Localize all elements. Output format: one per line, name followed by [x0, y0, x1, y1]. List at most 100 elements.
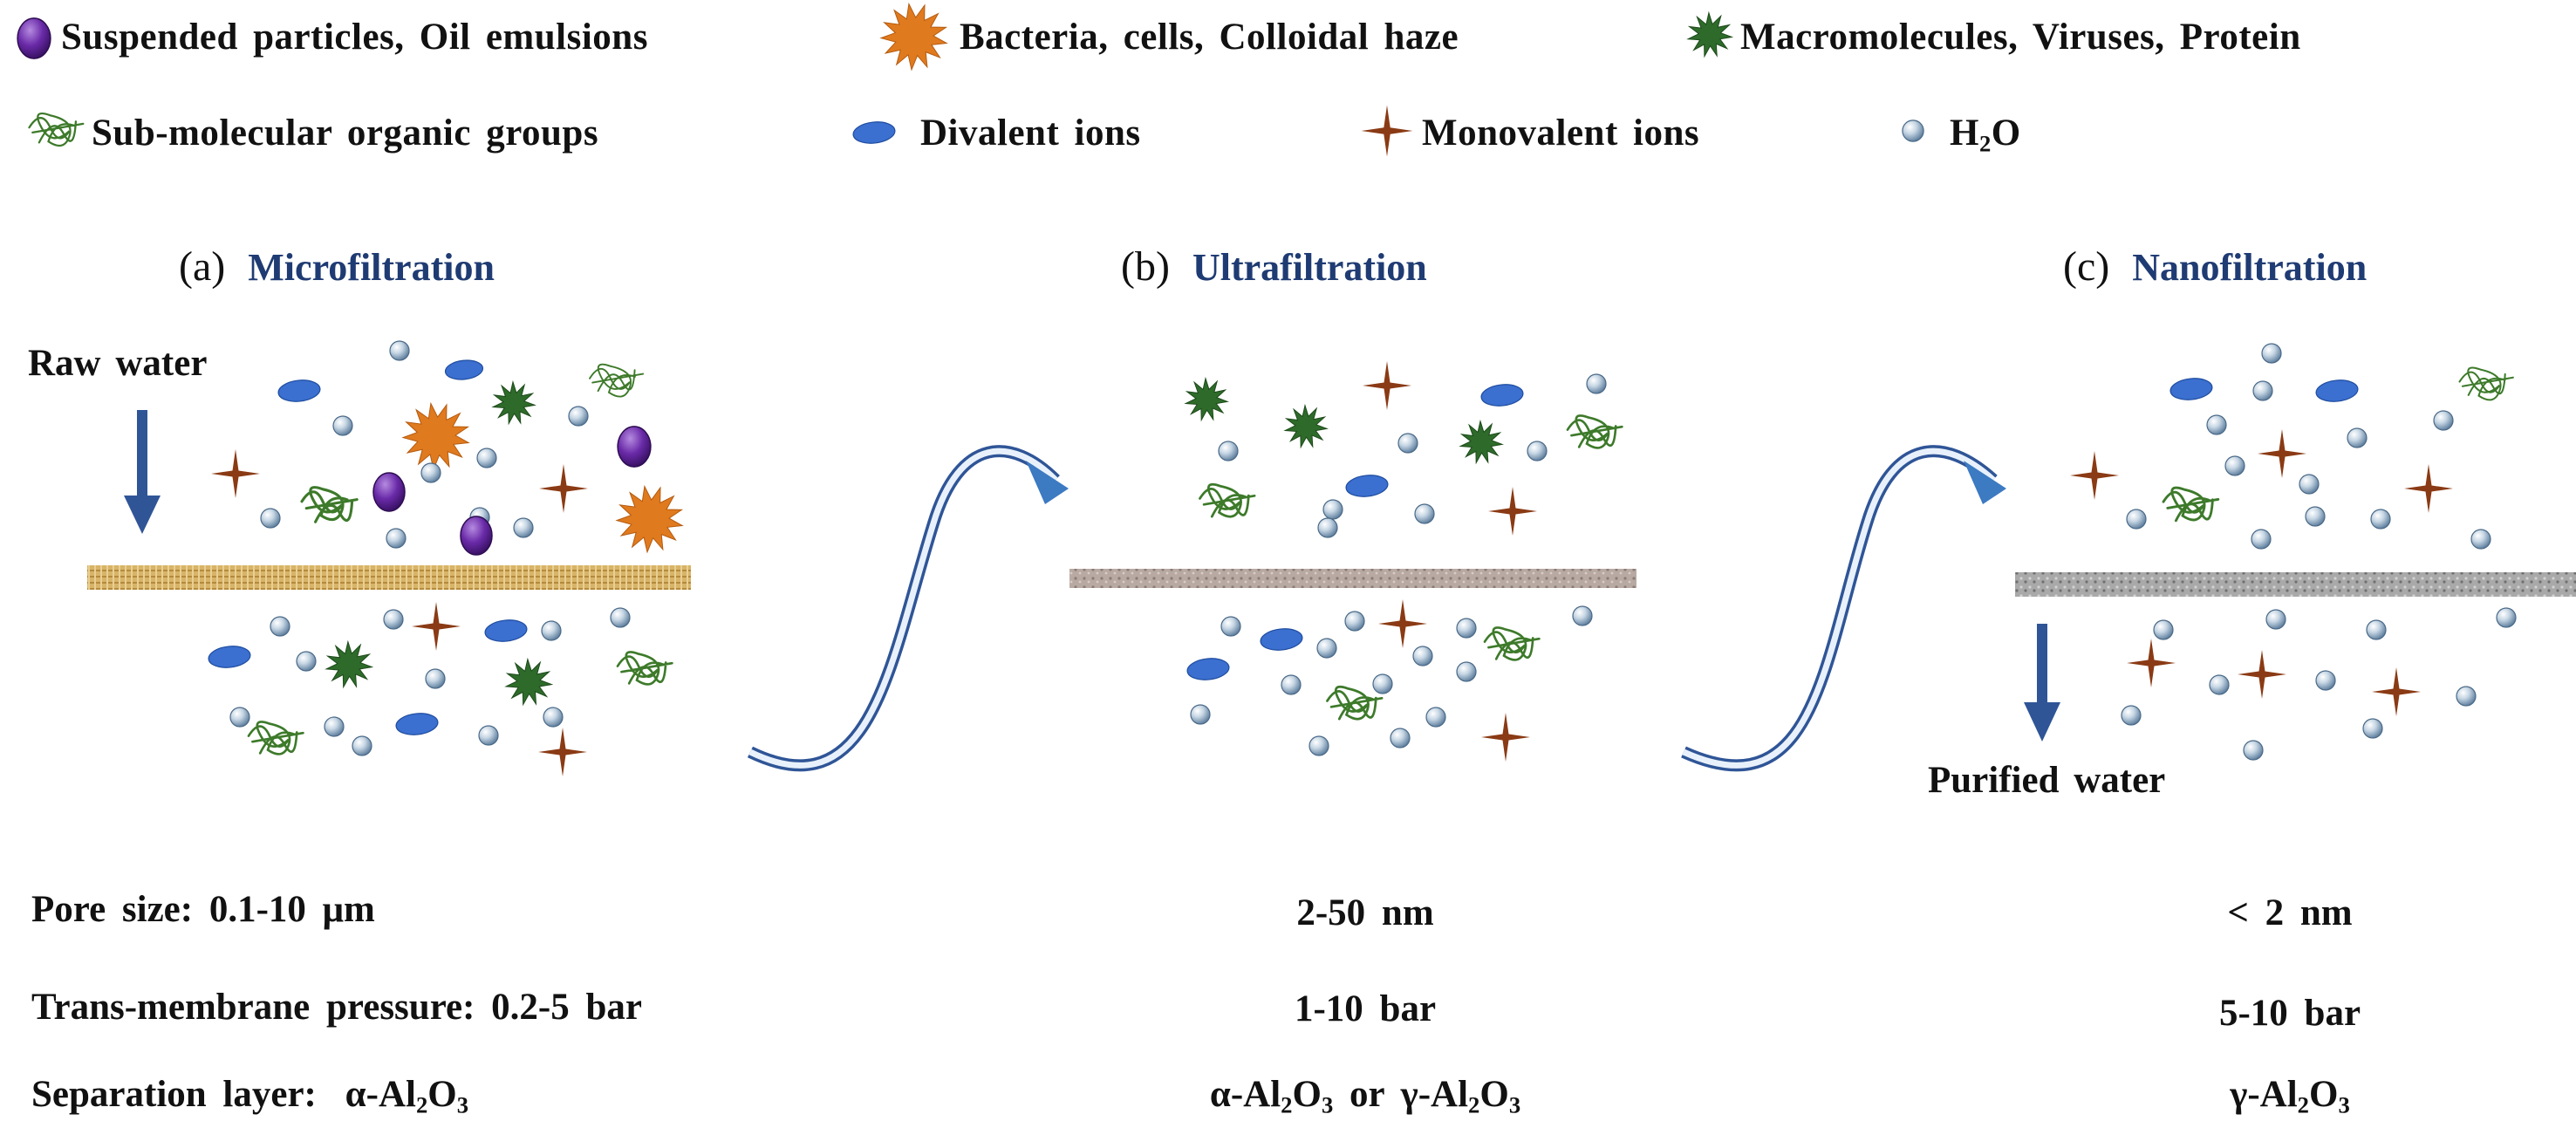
- divalent-ion-icon: [1186, 658, 1230, 680]
- water-molecule-icon: [1220, 616, 1241, 637]
- water-molecule-icon: [2252, 380, 2273, 401]
- divalent-ion-icon: [1260, 628, 1303, 651]
- organic-group-icon: [589, 363, 645, 398]
- water-molecule-icon: [1414, 503, 1435, 524]
- water-molecule-icon: [2265, 609, 2286, 630]
- suspended-particle-icon: [372, 472, 406, 512]
- water-molecule-icon: [541, 620, 562, 641]
- water-molecule-icon: [383, 609, 404, 630]
- panel-title-c: (c)Nanofiltration: [2063, 243, 2368, 290]
- organic-group-icon: [1483, 626, 1541, 661]
- water-molecule-icon: [324, 716, 345, 737]
- water-molecule-icon: [2470, 529, 2491, 550]
- water-molecule-icon: [1425, 707, 1446, 728]
- water-molecule-icon: [296, 651, 317, 672]
- mf-membrane: [87, 565, 691, 590]
- water-molecule-icon: [2315, 670, 2336, 691]
- pore-size-b: 2-50 nm: [1296, 892, 1434, 933]
- water-molecule-icon: [1281, 674, 1302, 695]
- water-molecule-icon: [2261, 343, 2282, 364]
- organic-group-icon: [1326, 685, 1384, 721]
- legend-label-monovalent-ions: Monovalent ions: [1422, 113, 1700, 154]
- macromolecule-icon: [1283, 403, 1329, 449]
- water-molecule-icon: [513, 517, 534, 538]
- water-molecule-icon: [1308, 735, 1329, 756]
- monovalent-ion-icon: [539, 464, 588, 513]
- monovalent-ion-icon: [1378, 599, 1427, 648]
- monovalent-ion-icon: [1488, 487, 1537, 536]
- legend-label-suspended-particles: Suspended particles, Oil emulsions: [61, 17, 648, 58]
- pressure-row-a: Trans-membrane pressure: 0.2-5 bar: [31, 987, 642, 1028]
- monovalent-ion-icon: [211, 449, 260, 498]
- water-molecule-icon: [2362, 718, 2383, 739]
- water-molecule-icon: [1390, 728, 1411, 748]
- water-molecule-icon: [2370, 509, 2391, 530]
- organic-group-icon: [1566, 414, 1623, 449]
- macromolecule-icon: [1686, 10, 1734, 58]
- water-molecule-icon: [1190, 704, 1211, 725]
- water-molecule-icon: [2209, 674, 2230, 695]
- water-molecule-icon: [2305, 506, 2326, 527]
- divalent-ion-icon: [1480, 384, 1524, 407]
- water-molecule-icon: [2243, 740, 2264, 761]
- water-molecule-icon: [1372, 673, 1393, 694]
- organic-group-icon: [2458, 366, 2514, 401]
- divalent-ion-icon: [852, 121, 896, 144]
- monovalent-ion-icon: [2258, 429, 2306, 478]
- monovalent-ion-icon: [412, 602, 461, 651]
- separation-layer-row-a: Separation layer: α-Al2O3: [31, 1074, 469, 1118]
- water-molecule-icon: [1412, 646, 1433, 666]
- water-molecule-icon: [1322, 499, 1343, 520]
- water-molecule-icon: [386, 528, 407, 549]
- water-molecule-icon: [2496, 607, 2517, 628]
- water-molecule-icon: [1316, 638, 1337, 659]
- water-molecule-icon: [420, 462, 441, 483]
- water-molecule-icon: [1344, 611, 1365, 632]
- suspended-particle-icon: [460, 516, 493, 556]
- monovalent-ion-icon: [1363, 361, 1411, 410]
- water-molecule-icon: [425, 668, 446, 689]
- organic-group-icon: [2162, 486, 2220, 523]
- organic-group-icon: [616, 651, 673, 686]
- divalent-ion-icon: [395, 713, 439, 735]
- organic-group-icon: [247, 721, 304, 755]
- water-molecule-icon: [2224, 455, 2245, 476]
- monovalent-ion-icon: [2127, 639, 2176, 687]
- monovalent-ion-icon: [2372, 667, 2421, 716]
- water-molecule-icon: [1456, 618, 1477, 639]
- legend-label-macromolecules: Macromolecules, Viruses, Protein: [1740, 17, 2301, 58]
- water-molecule-icon: [2121, 705, 2142, 726]
- suspended-particle-icon: [617, 426, 652, 468]
- monovalent-ion-icon: [2070, 451, 2119, 500]
- water-molecule-icon: [2251, 529, 2272, 550]
- water-molecule-icon: [2299, 474, 2320, 495]
- pressure-c: 5-10 bar: [2218, 993, 2361, 1034]
- macromolecule-icon: [491, 379, 537, 426]
- water-molecule-icon: [2153, 619, 2174, 640]
- water-molecule-icon: [2456, 686, 2477, 707]
- monovalent-ion-icon: [1481, 713, 1530, 762]
- divalent-ion-icon: [1345, 475, 1389, 497]
- macromolecule-icon: [1184, 376, 1230, 422]
- water-molecule-icon: [1586, 373, 1607, 394]
- water-molecule-icon: [352, 735, 372, 756]
- divalent-ion-icon: [444, 359, 484, 380]
- organic-group-icon: [28, 112, 85, 147]
- macromolecule-icon: [504, 657, 554, 707]
- pore-size-row-a: Pore size: 0.1-10 μm: [31, 889, 375, 930]
- transition-arrow-2-icon: [1681, 445, 2006, 772]
- water-molecule-icon: [270, 616, 290, 637]
- separation-layer-b: α-Al2O3 or γ-Al2O3: [1209, 1074, 1521, 1118]
- legend-label-organic-groups: Sub-molecular organic groups: [92, 113, 599, 154]
- divalent-ion-icon: [484, 619, 528, 642]
- water-molecule-icon: [1572, 605, 1593, 626]
- water-molecule-icon: [1317, 517, 1338, 538]
- legend-label-divalent-ions: Divalent ions: [920, 113, 1141, 154]
- monovalent-ion-icon: [1361, 105, 1413, 157]
- bacteria-icon: [615, 484, 684, 554]
- macromolecule-icon: [325, 639, 374, 689]
- bacteria-icon: [879, 2, 948, 72]
- divalent-ion-icon: [208, 646, 251, 668]
- water-molecule-icon: [2347, 427, 2368, 448]
